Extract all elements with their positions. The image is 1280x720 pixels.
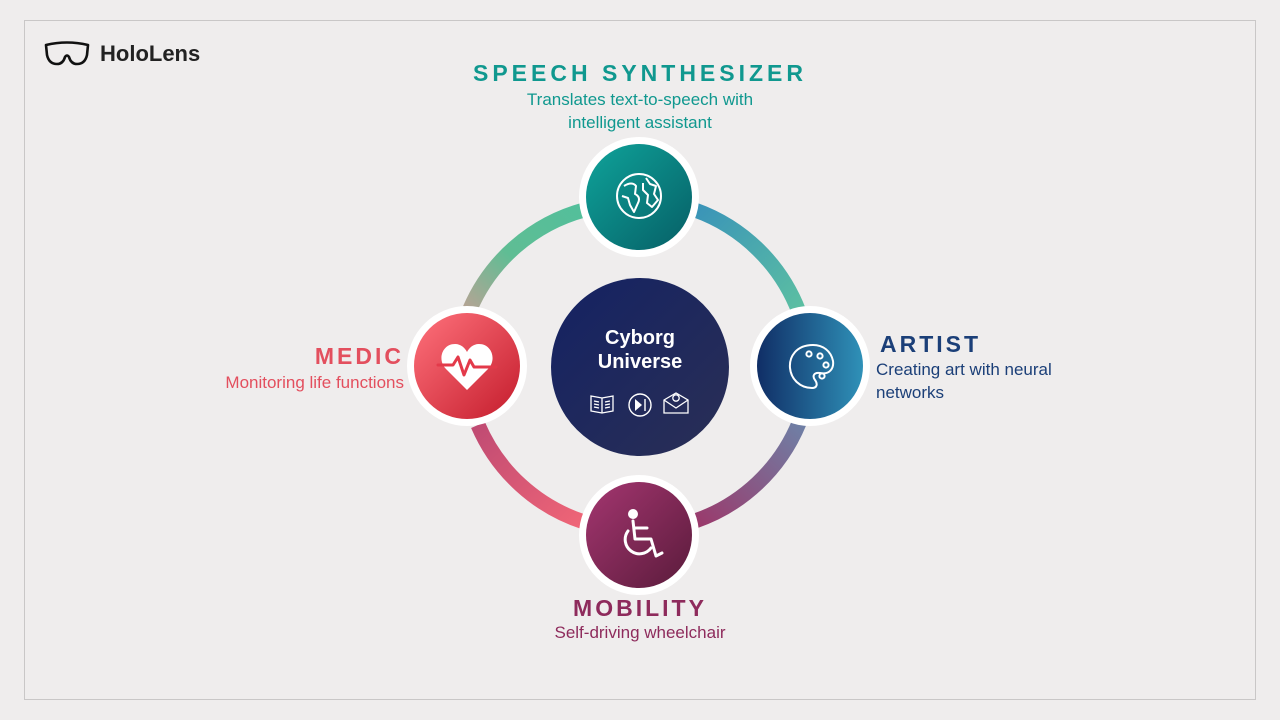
artist-title: ARTIST (880, 331, 982, 357)
heart-pulse-icon (436, 344, 498, 390)
artist-description-line1: Creating art with neural (876, 360, 1052, 379)
mobility-description: Self-driving wheelchair (554, 623, 726, 642)
medic-description: Monitoring life functions (225, 373, 404, 392)
medic-title: MEDIC (314, 343, 404, 369)
speech-description-line1: Translates text-to-speech with (526, 90, 754, 109)
book-icon (590, 395, 614, 414)
center-title-line1: Cyborg (605, 327, 675, 349)
artist-description-line2: networks (876, 383, 945, 402)
vr-goggles-icon (44, 41, 90, 66)
globe-icon (616, 173, 662, 219)
play-pause-icon (628, 393, 652, 417)
brand-name: HoloLens (100, 41, 201, 66)
artist-node[interactable] (757, 313, 863, 419)
ring-segment-top-left (463, 202, 587, 313)
mobility-title: MOBILITY (573, 595, 707, 621)
speech-title: SPEECH SYNTHESIZER (473, 60, 807, 86)
wheelchair-icon (623, 509, 664, 558)
mobility-node[interactable] (586, 482, 692, 588)
slide-frame (24, 20, 1256, 700)
speech-description: Translates text-to-speech with intellige… (480, 88, 800, 134)
brand: HoloLens (44, 40, 200, 68)
center-title: Cyborg Universe (560, 326, 720, 374)
speech-description-line2: intelligent assistant (568, 113, 712, 132)
ring-segment-top-right (692, 202, 807, 315)
artist-description: Creating art with neural networks (876, 358, 1086, 404)
ring-segment-bottom-right (692, 420, 806, 529)
center-title-line2: Universe (597, 351, 683, 373)
ring-segment-bottom-left (471, 421, 587, 530)
palette-icon (788, 344, 835, 389)
email-icon (663, 392, 689, 414)
